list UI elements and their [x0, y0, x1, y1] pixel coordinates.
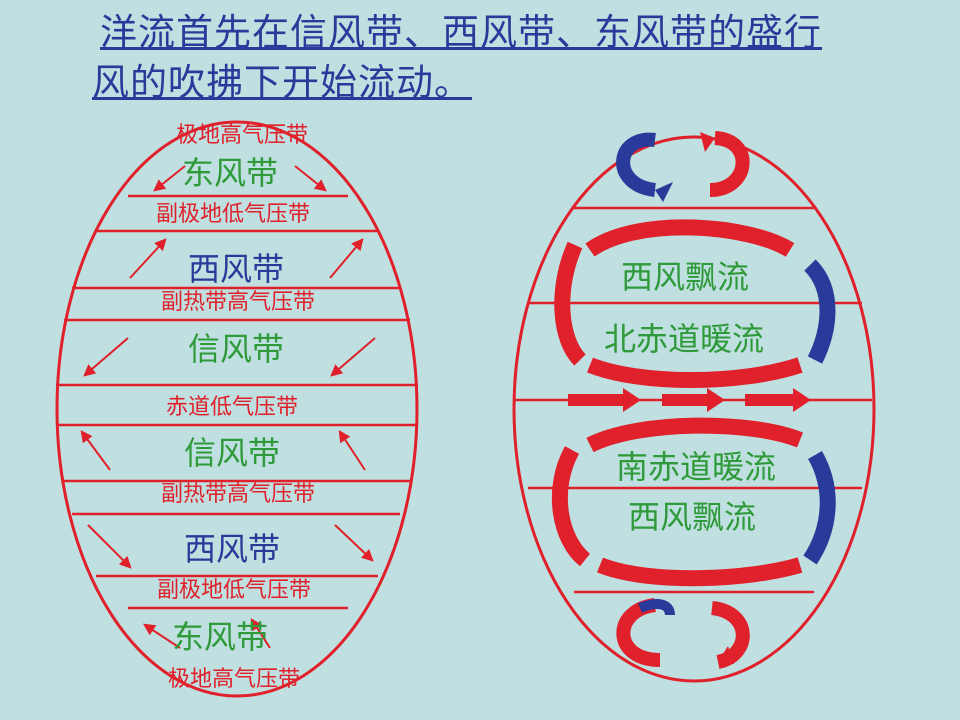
- current-arrow: [616, 598, 661, 667]
- belt-label: 赤道低气压带: [166, 395, 298, 420]
- current-label: 北赤道暖流: [604, 320, 764, 358]
- belt-label: 副极地低气压带: [156, 202, 310, 227]
- left-labels: 极地高气压带 东风带 副极地低气压带 西风带 副热带高气压带 信风带 赤道低气压…: [156, 123, 315, 692]
- current-arrow: [803, 259, 836, 364]
- current-arrow: [597, 557, 803, 587]
- current-arrow-head: [700, 132, 715, 152]
- belt-label: 副极地低气压带: [157, 578, 311, 603]
- belt-label: 东风带: [172, 618, 268, 656]
- title-line-2: 风的吹拂下开始流动。: [92, 61, 472, 104]
- belt-label: 副热带高气压带: [161, 290, 315, 315]
- current-arrow-head: [718, 646, 734, 664]
- current-arrow: [554, 241, 587, 366]
- earth-outline-left: [55, 120, 419, 698]
- equatorial-arrows: [568, 388, 811, 412]
- belt-label: 极地高气压带: [168, 667, 300, 692]
- belt-label: 副热带高气压带: [161, 482, 315, 507]
- current-arrow: [803, 451, 836, 565]
- latitude-lines-left: [56, 194, 418, 610]
- current-arrow: [586, 417, 803, 453]
- current-arrow: [551, 446, 591, 567]
- slide-title: 洋流首先在信风带、西风带、东风带的盛行 风的吹拂下开始流动。: [92, 8, 932, 108]
- wind-arrows: [80, 165, 376, 649]
- ocean-currents-diagram: [512, 131, 876, 683]
- title-line-1: 洋流首先在信风带、西风带、东风带的盛行: [100, 11, 822, 54]
- belt-label: 西风带: [188, 250, 284, 288]
- belt-label: 西风带: [184, 530, 280, 568]
- belt-label: 信风带: [184, 434, 280, 472]
- belt-label: 信风带: [188, 330, 284, 368]
- right-labels: 西风飘流 北赤道暖流 南赤道暖流 西风飘流: [604, 258, 776, 536]
- current-arrow: [616, 132, 657, 197]
- belt-label: 东风带: [182, 154, 278, 192]
- current-arrow: [587, 357, 803, 388]
- current-arrow-head: [655, 182, 673, 202]
- current-arrow: [709, 131, 750, 197]
- belt-label: 极地高气压带: [176, 123, 308, 148]
- current-label: 西风飘流: [621, 258, 749, 296]
- latitude-lines-right: [515, 206, 872, 594]
- current-arrow: [638, 599, 675, 616]
- current-label: 南赤道暖流: [616, 448, 776, 486]
- wind-belts-diagram: [55, 120, 419, 698]
- current-label: 西风飘流: [628, 498, 756, 536]
- current-arrow: [585, 219, 795, 257]
- earth-outline-right: [512, 135, 876, 683]
